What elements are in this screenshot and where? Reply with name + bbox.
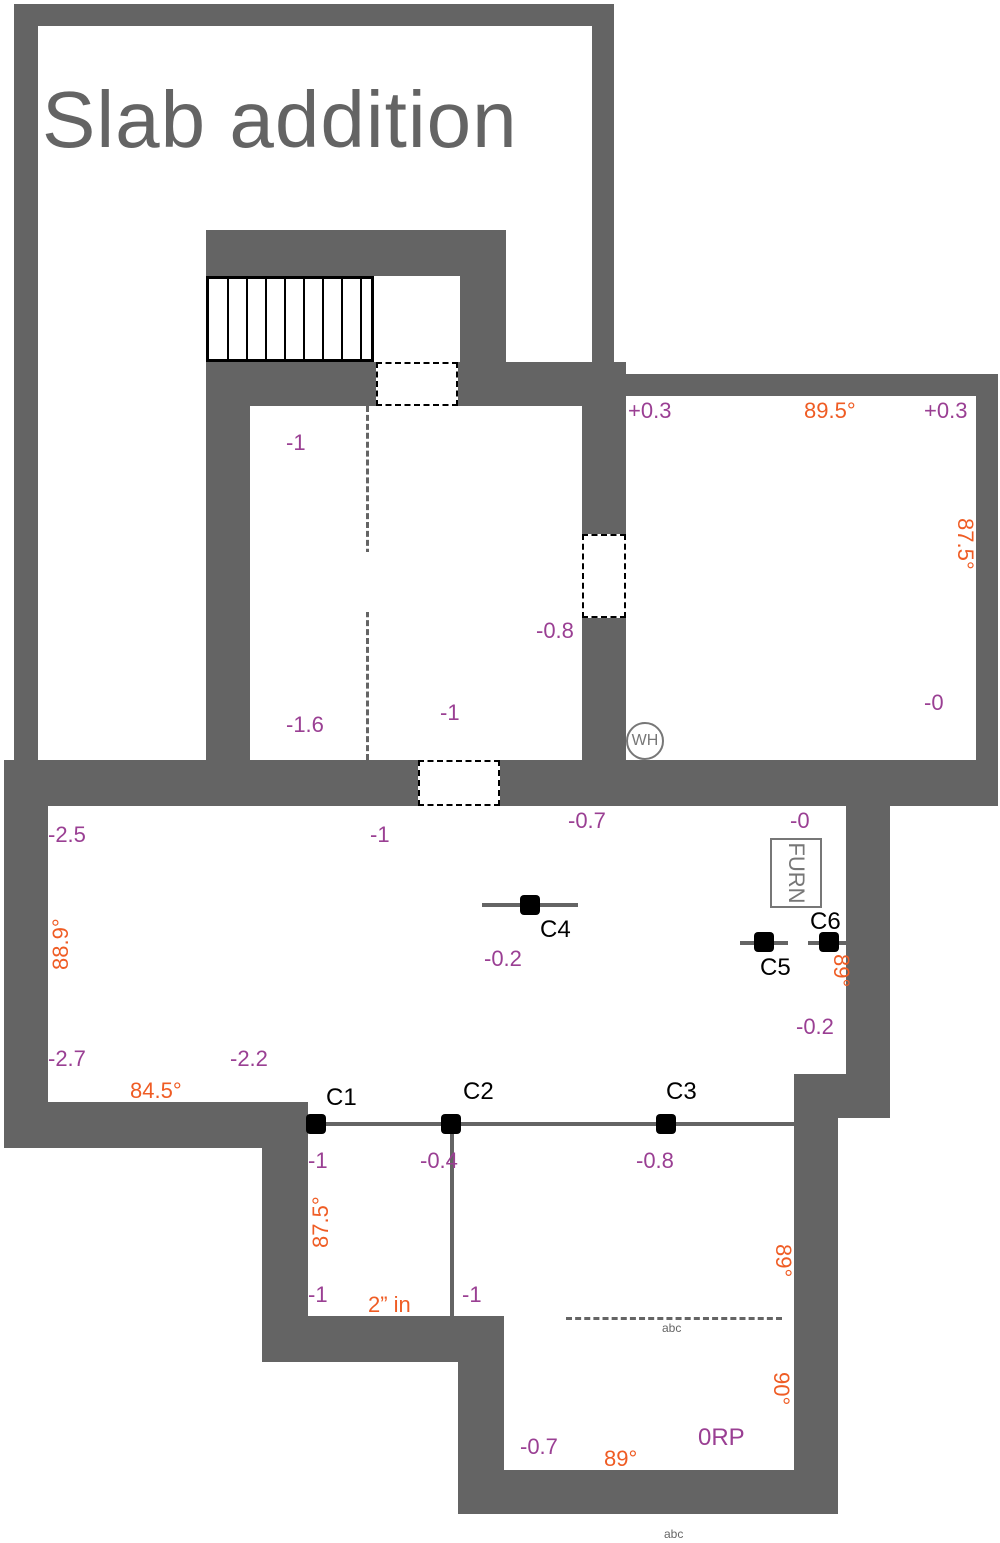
wall-left-upper xyxy=(14,4,38,764)
elevation-label: -0.7 xyxy=(520,1434,558,1459)
door-main xyxy=(418,760,500,806)
wall-lower-right xyxy=(846,760,890,1118)
elevation-label: -2.7 xyxy=(48,1046,86,1071)
plan-title: Slab addition xyxy=(42,75,518,164)
angle-label: 89.5° xyxy=(804,398,856,423)
small-label: abc xyxy=(664,1527,684,1541)
wall-right-room-top xyxy=(614,374,998,396)
elevation-label: -1 xyxy=(308,1282,328,1307)
elevation-label: -2.5 xyxy=(48,822,86,847)
beam-vertical xyxy=(450,1124,454,1318)
angle-label: 89° xyxy=(829,954,854,988)
elevation-label: -0 xyxy=(790,808,810,833)
column-label-c4: C4 xyxy=(540,916,571,943)
elevation-label: +0.3 xyxy=(628,398,672,423)
water-heater-label: WH xyxy=(631,732,659,749)
column-c4-marker xyxy=(520,895,540,915)
column-label-c6: C6 xyxy=(810,908,841,935)
wall-right-room-right xyxy=(976,374,998,806)
elevation-label: -0.8 xyxy=(536,618,574,643)
elevation-label: -0.4 xyxy=(420,1148,458,1173)
stairs-icon xyxy=(206,276,374,362)
beam-main xyxy=(308,1122,794,1126)
elevation-label: 0RP xyxy=(698,1424,745,1451)
angle-label: 87.5° xyxy=(953,518,978,570)
elevation-label: -1 xyxy=(370,822,390,847)
elevation-label: -1 xyxy=(308,1148,328,1173)
angle-label: 89° xyxy=(771,1244,796,1278)
elevation-label: -1 xyxy=(462,1282,482,1307)
angle-label: 87.5° xyxy=(308,1196,333,1248)
wall-stair-top xyxy=(206,230,506,276)
wall-bottom-right xyxy=(794,1074,838,1514)
wall-right-upper xyxy=(592,4,614,374)
angle-label: 88.9° xyxy=(48,918,73,970)
elevation-label: -1 xyxy=(286,430,306,455)
column-c1-marker xyxy=(306,1114,326,1134)
elevation-label: -1 xyxy=(440,700,460,725)
column-label-c2: C2 xyxy=(463,1078,494,1105)
column-label-c5: C5 xyxy=(760,954,791,981)
door-stair xyxy=(376,362,458,406)
wall-lower-bottom-left xyxy=(4,1102,308,1148)
column-label-c1: C1 xyxy=(326,1084,357,1111)
column-c2-marker xyxy=(441,1114,461,1134)
elevation-label: -0.2 xyxy=(796,1014,834,1039)
angle-label: 89° xyxy=(604,1446,638,1471)
elevation-label: -0.2 xyxy=(484,946,522,971)
elevation-label: -0.7 xyxy=(568,808,606,833)
angle-label: 84.5° xyxy=(130,1078,182,1103)
wall-bottom xyxy=(458,1470,838,1514)
angle-label: 90° xyxy=(769,1372,794,1406)
wall-top xyxy=(14,4,614,26)
elevation-label: +0.3 xyxy=(924,398,968,423)
elevation-label: -0 xyxy=(924,690,944,715)
elevation-label: -0.8 xyxy=(636,1148,674,1173)
door-right-room xyxy=(582,534,626,618)
furnace-label: FURN xyxy=(784,842,809,904)
wall-lower-left xyxy=(4,760,48,1148)
column-c5-marker xyxy=(754,932,774,952)
column-label-c3: C3 xyxy=(666,1078,697,1105)
column-c6-marker xyxy=(819,932,839,952)
water-heater-icon: WH xyxy=(626,722,664,760)
elevation-label: -2.2 xyxy=(230,1046,268,1071)
small-label: abc xyxy=(662,1321,682,1335)
elevation-label: -1.6 xyxy=(286,712,324,737)
furnace-icon: FURN xyxy=(770,838,822,908)
dimension-note: 2” in xyxy=(368,1292,411,1317)
column-c3-marker xyxy=(656,1114,676,1134)
dashed-line-horizontal xyxy=(566,1317,782,1320)
